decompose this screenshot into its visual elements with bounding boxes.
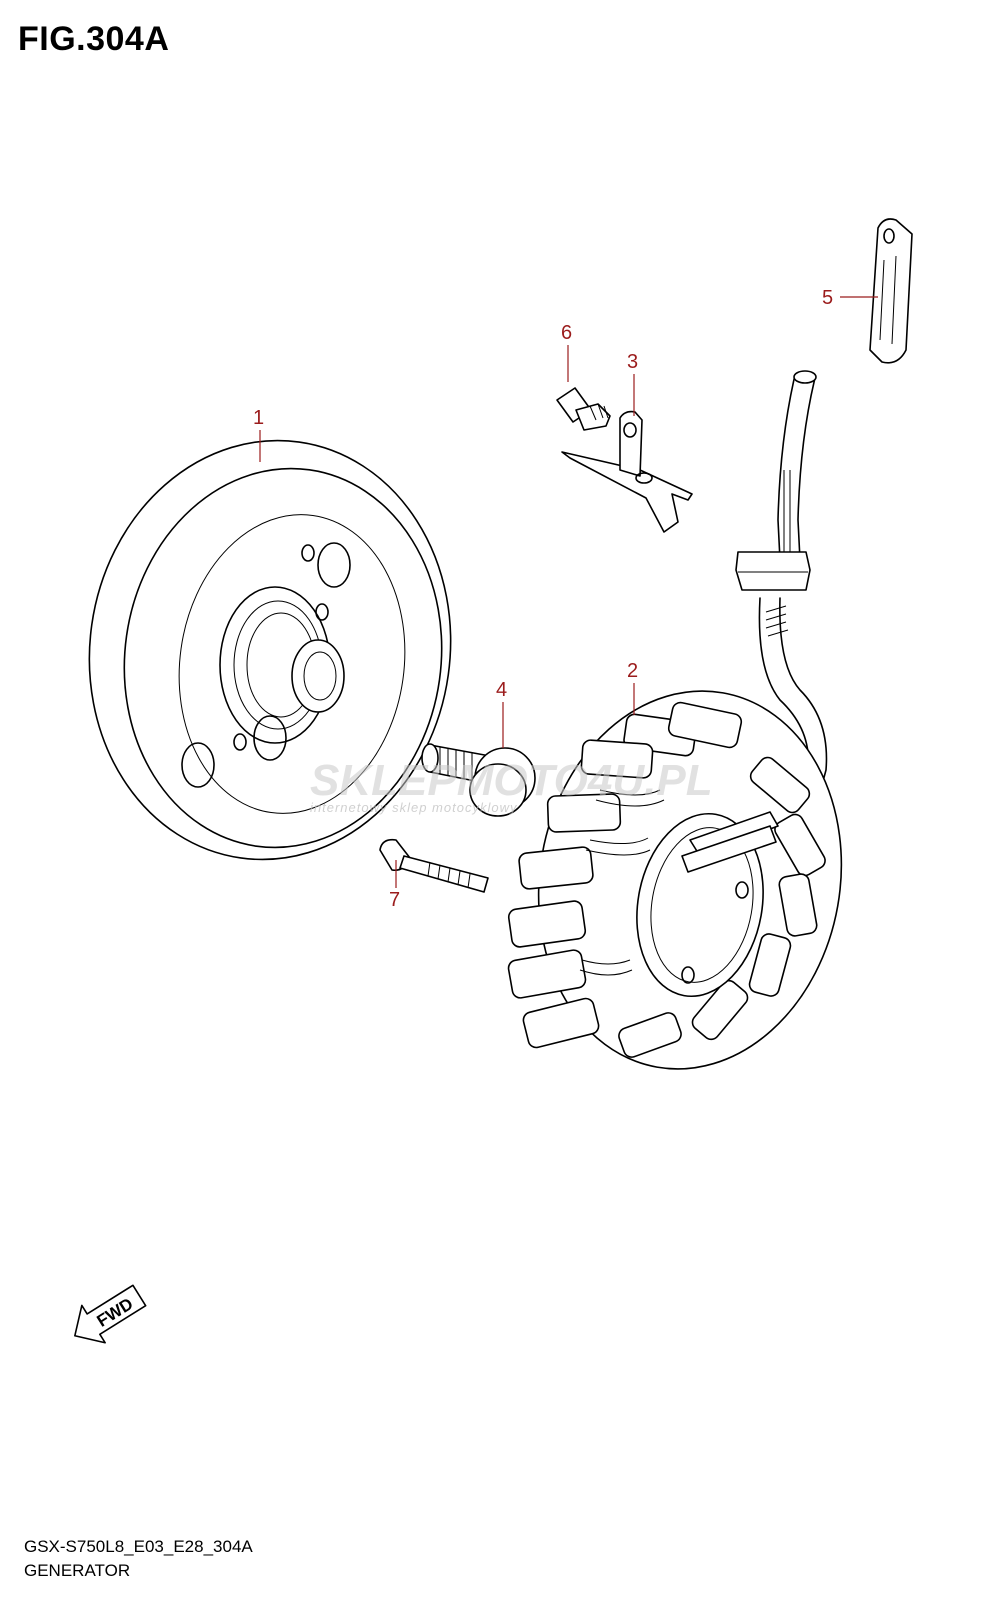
- callout-label-1: 1: [253, 407, 264, 429]
- callout-label-7: 7: [389, 889, 400, 911]
- callout-3: 3: [627, 351, 638, 416]
- watermark: SKLEPMOTO4U.PL internetowy sklep motocyk…: [310, 756, 713, 815]
- diagram-code: GSX-S750L8_E03_E28_304A: [24, 1537, 253, 1556]
- callout-6: 6: [561, 322, 572, 382]
- callout-label-5: 5: [822, 287, 833, 309]
- part-shoulder-bolt[interactable]: [421, 743, 536, 817]
- watermark-brand: SKLEPMOTO4U.PL: [310, 756, 713, 805]
- callout-label-3: 3: [627, 351, 638, 373]
- part-stator[interactable]: [507, 370, 870, 1093]
- callout-7: 7: [389, 860, 400, 911]
- callout-label-4: 4: [496, 679, 507, 701]
- part-bracket[interactable]: [561, 410, 693, 533]
- callout-label-2: 2: [627, 660, 638, 682]
- callout-1: 1: [253, 407, 264, 462]
- part-small-bolt[interactable]: [556, 387, 611, 431]
- callout-4: 4: [496, 679, 507, 748]
- diagram-name: GENERATOR: [24, 1561, 131, 1580]
- part-rotor[interactable]: [63, 417, 478, 883]
- callout-5: 5: [822, 287, 878, 309]
- callout-2: 2: [627, 660, 638, 715]
- part-long-bolt[interactable]: [379, 838, 489, 893]
- fwd-arrow: FWD: [74, 1284, 147, 1344]
- callout-label-6: 6: [561, 322, 572, 344]
- part-cable-clip[interactable]: [869, 218, 913, 364]
- figure-title: FIG.304A: [18, 20, 170, 58]
- watermark-tagline: internetowy sklep motocyklowy: [310, 800, 518, 815]
